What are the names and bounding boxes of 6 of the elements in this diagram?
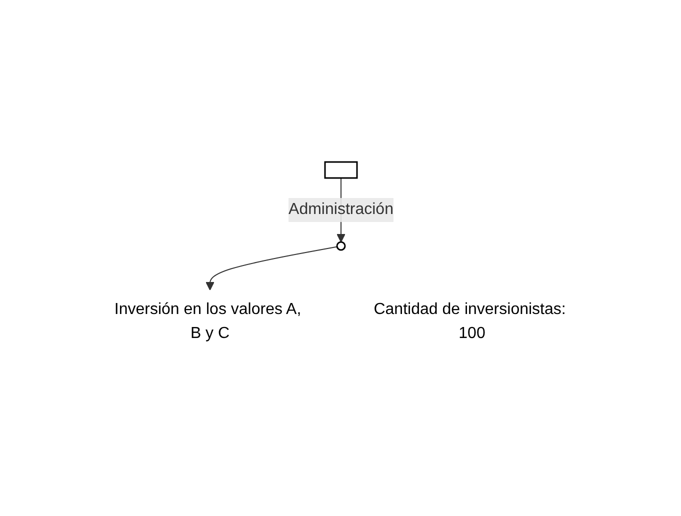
arrow <box>205 246 338 290</box>
node-circle <box>336 241 346 251</box>
node-label: Cantidad de inversionistas: 100 <box>373 301 566 342</box>
node-box <box>324 161 358 179</box>
edge-label: Administración <box>288 201 393 218</box>
node-text: Inversión en los valores A, B y C <box>114 301 301 342</box>
